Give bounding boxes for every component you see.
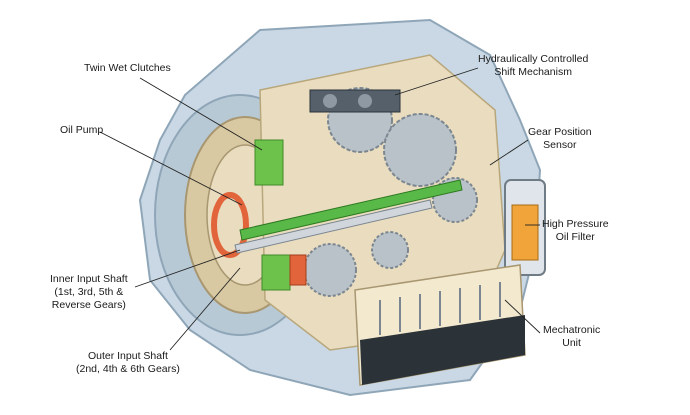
clutch-pack-red [289,254,307,286]
label-line: (1st, 3rd, 5th & [54,286,124,298]
leader-twin-wet-clutches [139,77,263,151]
gear [303,243,357,297]
leader-inner-input-shaft [134,249,241,288]
label-line: Oil Pump [60,124,104,136]
leader-gear-position-sensor [489,139,529,166]
label-line: Mechatronic [543,324,601,336]
label-mechatronic-unit: Mechatronic Unit [543,324,600,350]
leader-mechatronic-unit [504,299,541,334]
label-high-pressure-oil-filter: High Pressure Oil Filter [542,218,609,244]
clutch-ring [211,192,249,258]
clutch-pack [261,254,291,291]
label-line: Unit [562,337,581,349]
clutch-pack [254,139,284,186]
gear [371,231,409,269]
label-line: Inner Input Shaft [50,273,128,285]
leader-outer-input-shaft [169,267,241,351]
input-shaft [239,179,463,241]
label-line: Shift Mechanism [494,66,572,78]
gear [383,113,457,187]
label-oil-pump: Oil Pump [60,124,103,137]
label-line: (2nd, 4th & 6th Gears) [76,363,180,375]
label-line: High Pressure [542,218,609,230]
label-hydraulically-controlled: Hydraulically Controlled Shift Mechanism [478,53,588,79]
label-line: Hydraulically Controlled [478,53,589,65]
label-line: Gear Position [528,126,592,138]
label-line: Oil Filter [555,231,595,243]
label-gear-position-sensor: Gear Position Sensor [528,126,592,152]
leader-oil-pump [99,131,243,206]
label-twin-wet-clutches: Twin Wet Clutches [84,62,171,75]
leader-lines [99,67,541,351]
label-outer-input-shaft: Outer Input Shaft (2nd, 4th & 6th Gears) [76,350,180,376]
label-line: Twin Wet Clutches [84,62,171,74]
label-line: Reverse Gears) [51,299,126,311]
leader-hydraulically-controlled [394,67,479,96]
label-line: Outer Input Shaft [87,350,168,362]
label-line: Sensor [543,139,577,151]
label-inner-input-shaft: Inner Input Shaft (1st, 3rd, 5th & Rever… [50,273,128,312]
